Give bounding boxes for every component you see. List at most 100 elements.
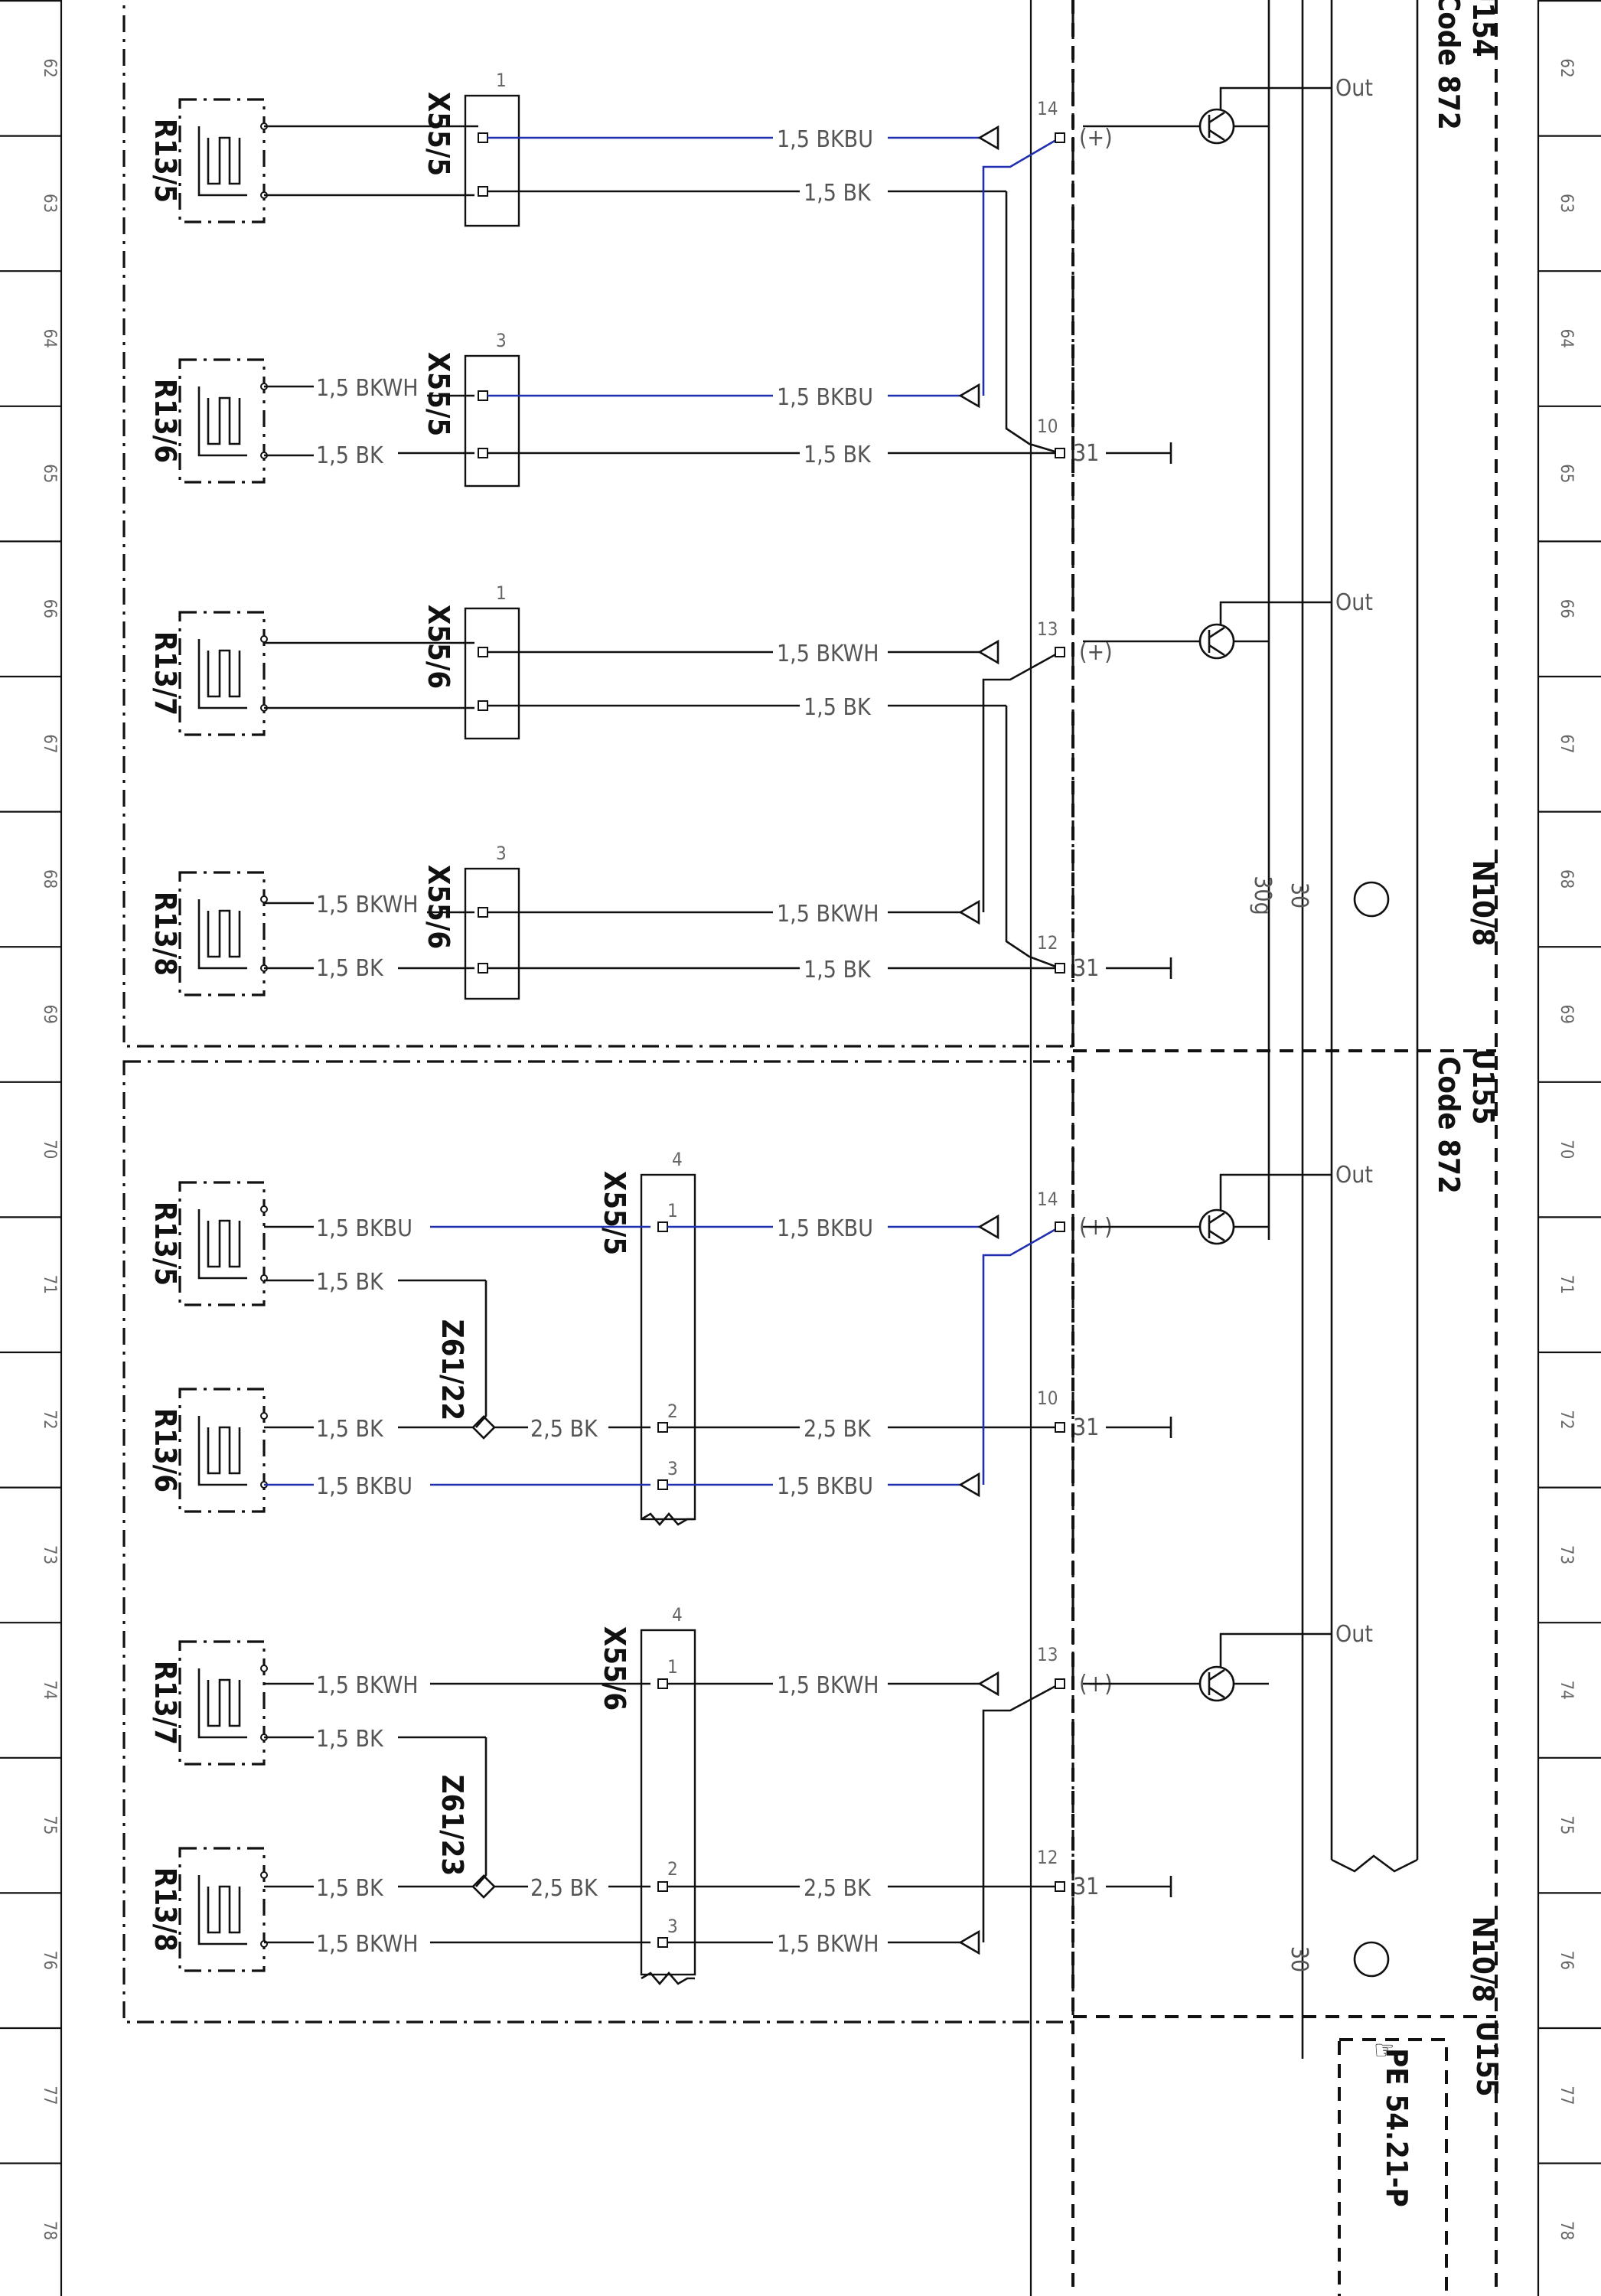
transistor-lead — [1208, 644, 1225, 657]
heater-element — [197, 1416, 247, 1486]
connector-label: X55/5 — [422, 352, 455, 436]
wire-label: 1,5 BK — [804, 180, 872, 207]
pin-number: 14 — [1037, 1189, 1058, 1210]
component-label: R13/6 — [148, 1408, 182, 1492]
wire-label: 1,5 BK — [804, 442, 872, 468]
heater-element — [207, 649, 241, 698]
component-label: R13/7 — [148, 631, 182, 716]
component-label: R13/6 — [148, 379, 182, 463]
arrow-tip — [958, 899, 980, 925]
supply-label: 30g — [1249, 876, 1276, 915]
transistor-lead — [1208, 1229, 1225, 1242]
code-label: Code 872 — [1432, 1056, 1466, 1194]
ground-label: 31 — [1073, 1874, 1099, 1900]
ruler-number: 67 — [40, 734, 59, 753]
transistor-icon — [1353, 1941, 1390, 1978]
wire-label: 2,5 BK — [530, 1875, 598, 1902]
wire-label: 1,5 BKWH — [316, 1931, 419, 1958]
heater-frame — [178, 611, 266, 736]
pin-number: 12 — [1037, 932, 1058, 954]
wire-label: 1,5 BK — [804, 957, 872, 983]
wire-label: 1,5 BKWH — [777, 1672, 879, 1699]
wire-label: 1,5 BK — [316, 1875, 384, 1902]
wire-label: 1,5 BKBU — [316, 1473, 412, 1500]
transistor-symbol — [1198, 1208, 1235, 1245]
wire-label: 1,5 BK — [316, 1416, 384, 1443]
connector-number: 3 — [496, 843, 507, 864]
pin-number: 3 — [667, 1458, 678, 1479]
wire — [1005, 706, 1061, 970]
plug-pin — [478, 907, 488, 918]
ruler-number: 62 — [40, 58, 59, 77]
ruler-number: 78 — [1557, 2221, 1576, 2240]
heater-element — [197, 1668, 247, 1739]
heater-frame — [178, 1640, 266, 1766]
connector-label: X55/5 — [598, 1171, 631, 1255]
ruler-number: 68 — [1557, 869, 1576, 889]
ruler-number: 76 — [1557, 1951, 1576, 1970]
ground-label: 31 — [1073, 955, 1099, 982]
ground-label: 31 — [1073, 1414, 1099, 1441]
section-frame-u154 — [122, 0, 1074, 1048]
plug-pin — [478, 700, 488, 711]
heater-element — [197, 126, 247, 197]
pin-number: 13 — [1037, 618, 1058, 640]
ruler-number: 63 — [1557, 194, 1576, 213]
arrow-tip — [977, 1671, 999, 1697]
transistor-icon — [1353, 881, 1390, 918]
ruler-number: 75 — [40, 1815, 59, 1835]
heater-frame — [178, 871, 266, 996]
transistor-lead — [1208, 626, 1225, 639]
output-wire — [1219, 601, 1332, 625]
plug-pin — [1055, 448, 1065, 458]
component-label: R13/5 — [148, 119, 182, 203]
wire-label: 1,5 BKBU — [777, 1215, 873, 1242]
component-label: R13/8 — [148, 1867, 182, 1952]
ruler-number: 66 — [40, 599, 59, 618]
wire-label: 1,5 BKWH — [316, 375, 419, 402]
heater-element — [207, 1885, 241, 1934]
component-label: R13/8 — [148, 892, 182, 976]
control-unit-label: N10/8 — [1466, 860, 1500, 946]
plug-pin — [657, 1881, 668, 1892]
code-label: Code 872 — [1432, 0, 1466, 130]
heater-element — [207, 1219, 241, 1268]
plug-pin — [478, 186, 488, 197]
terminal — [260, 1665, 268, 1672]
wire-label: 2,5 BK — [530, 1416, 598, 1443]
component-label: R13/7 — [148, 1661, 182, 1745]
supply-label: 30 — [1286, 1946, 1312, 1972]
pin-number: 10 — [1037, 416, 1058, 437]
module-label: U155 — [1470, 2020, 1504, 2096]
wire-label: 1,5 BKBU — [777, 384, 873, 411]
pin-number: 3 — [667, 1916, 678, 1937]
connector-number: 3 — [496, 330, 507, 351]
supply-label: 30 — [1286, 882, 1312, 908]
heater-element — [207, 136, 241, 185]
pin-number: 2 — [667, 1401, 678, 1422]
break-mark — [1331, 1854, 1418, 1873]
wire-label: 1,5 BKWH — [777, 901, 879, 928]
transistor-lead — [1208, 1686, 1225, 1699]
terminal — [260, 1412, 268, 1420]
output-wire — [1219, 1173, 1332, 1210]
wire — [982, 651, 1061, 912]
transistor-lead — [1208, 1668, 1225, 1681]
connector-label: X55/6 — [422, 605, 455, 689]
plug-pin — [1055, 963, 1065, 974]
ruler-number: 73 — [1557, 1545, 1576, 1564]
ruler-number: 77 — [40, 2086, 59, 2105]
ruler-number: 70 — [1557, 1140, 1576, 1159]
heater-element — [207, 396, 241, 445]
out-label: Out — [1335, 1621, 1373, 1648]
heater-frame — [178, 1181, 266, 1306]
pin-number: 1 — [667, 1200, 678, 1221]
blue-wire — [982, 136, 1061, 396]
wire — [475, 1737, 487, 1887]
terminal — [260, 635, 268, 643]
wire — [1005, 191, 1061, 455]
heater-element — [197, 386, 247, 457]
transistor-symbol — [1198, 108, 1235, 145]
pin-number: 12 — [1037, 1847, 1058, 1868]
